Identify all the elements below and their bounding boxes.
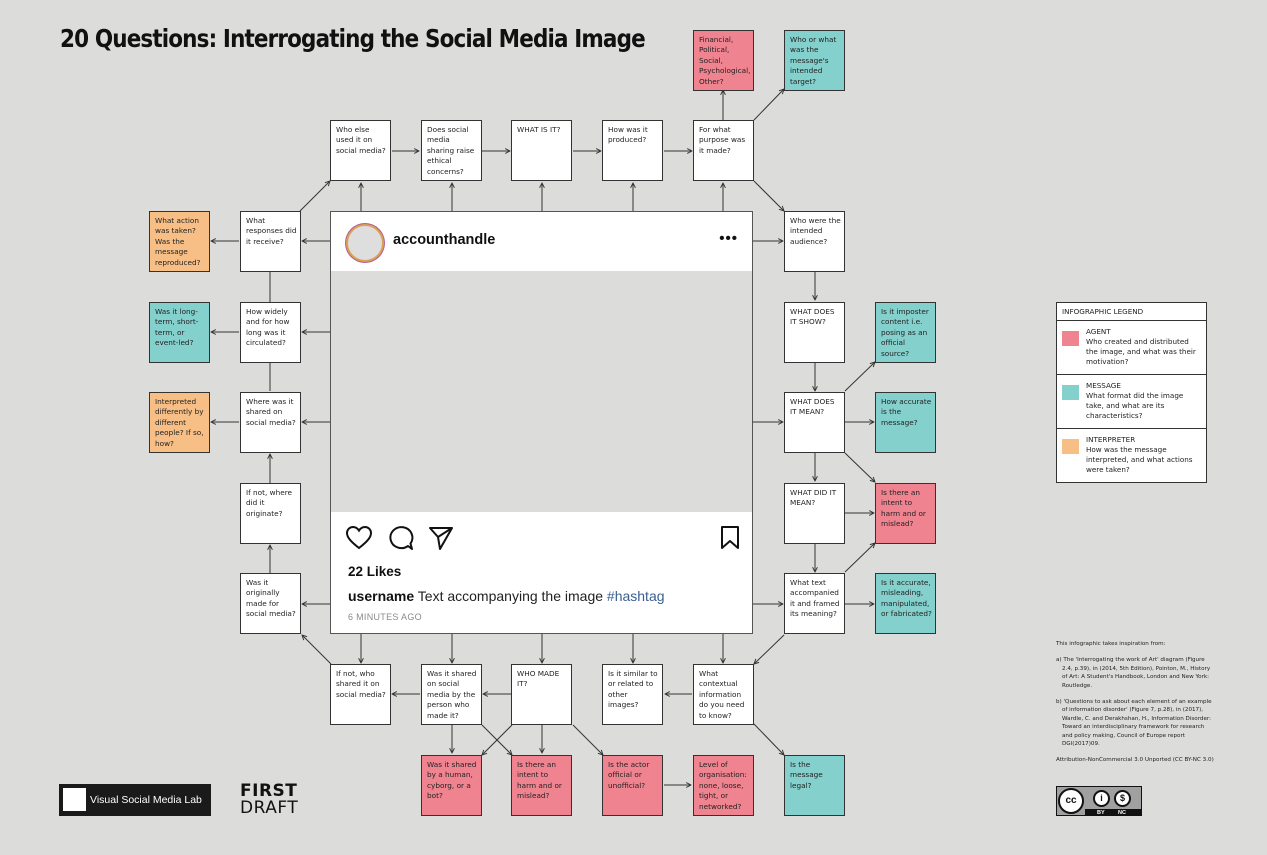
legend-title: INFOGRAPHIC LEGEND (1057, 303, 1206, 321)
agent-financial-political: Financial, Political, Social, Psychologi… (693, 30, 754, 91)
question-who-shared: If not, who shared it on social media? (330, 664, 391, 725)
question-responses: What responses did it receive? (240, 211, 301, 272)
caption-hashtag: #hashtag (606, 588, 665, 604)
vsml-logo-text: Visual Social Media Lab (90, 794, 202, 806)
question-how-widely: How widely and for how long was it circu… (240, 302, 301, 363)
first-draft-logo: FIRST DRAFT (240, 783, 298, 817)
caption-text: Text accompanying the image (417, 588, 604, 604)
attribution-icon: i (1093, 790, 1110, 807)
question-who-else-used: Who else used it on social media? (330, 120, 391, 181)
question-originally-made: Was it originally made for social media? (240, 573, 301, 634)
interpreter-interpreted-differently: Interpreted differently by different peo… (149, 392, 210, 453)
cc-icon: cc (1058, 788, 1084, 814)
question-intended-audience: Who were the intended audience? (784, 211, 845, 272)
page-title: 20 Questions: Interrogating the Social M… (60, 24, 646, 53)
legend-agent-desc: Who created and distributed the image, a… (1086, 337, 1196, 366)
post-caption: username Text accompanying the image #ha… (348, 588, 665, 604)
send-icon (429, 527, 453, 550)
first-draft-line-1: FIRST (240, 781, 298, 801)
post-image-placeholder (331, 271, 752, 512)
agent-intent-to-harm-bottom: Is there an intent to harm and or mislea… (511, 755, 572, 816)
question-what-does-it-show: WHAT DOES IT SHOW? (784, 302, 845, 363)
message-imposter-content: Is it imposter content i.e. posing as an… (875, 302, 936, 363)
comment-icon (389, 526, 414, 550)
heart-icon (345, 525, 373, 550)
cc-license-badge: cc i $ BY NC (1056, 786, 1142, 816)
account-handle: accounthandle (393, 232, 496, 248)
question-shared-by-maker: Was it shared on social media by the per… (421, 664, 482, 725)
avatar (346, 224, 384, 262)
legend-agent: AGENT Who created and distributed the im… (1057, 321, 1206, 375)
message-swatch (1062, 385, 1079, 400)
question-what-is-it: WHAT IS IT? (511, 120, 572, 181)
question-what-does-it-mean: WHAT DOES IT MEAN? (784, 392, 845, 453)
question-how-produced: How was it produced? (602, 120, 663, 181)
badge-nc-label: NC (1118, 810, 1126, 816)
bookmark-icon (721, 526, 739, 549)
agent-swatch (1062, 331, 1079, 346)
message-long-short-term: Was it long-term, short-term, or event-l… (149, 302, 210, 363)
legend-message-name: MESSAGE (1086, 381, 1121, 390)
credits-license: Attribution-NonCommercial 3.0 Unported (… (1056, 757, 1214, 764)
interpreter-swatch (1062, 439, 1079, 454)
legend-interpreter: INTERPRETER How was the message interpre… (1057, 429, 1206, 482)
message-accurate-misleading: Is it accurate, misleading, manipulated,… (875, 573, 936, 634)
question-where-shared: Where was it shared on social media? (240, 392, 301, 453)
question-similar-images: Is it similar to or related to other ima… (602, 664, 663, 725)
question-where-originate: If not, where did it originate? (240, 483, 301, 544)
more-options-icon: ••• (719, 230, 738, 247)
badge-by-label: BY (1097, 810, 1105, 816)
question-contextual-information: What contextual information do you need … (693, 664, 754, 725)
infographic-legend: INFOGRAPHIC LEGEND AGENT Who created and… (1056, 302, 1207, 483)
interpreter-action-taken: What action was taken? Was the message r… (149, 211, 210, 272)
message-intended-target: Who or what was the message's intended t… (784, 30, 845, 91)
logo-square-icon (63, 788, 86, 811)
message-how-accurate: How accurate is the message? (875, 392, 936, 453)
likes-count: 22 Likes (348, 564, 402, 579)
agent-official-unofficial: Is the actor official or unofficial? (602, 755, 663, 816)
credits: This infographic takes inspiration from:… (1056, 640, 1214, 773)
message-is-legal: Is the message legal? (784, 755, 845, 816)
noncommercial-icon: $ (1114, 790, 1131, 807)
legend-message: MESSAGE What format did the image take, … (1057, 375, 1206, 429)
question-purpose: For what purpose was it made? (693, 120, 754, 181)
legend-message-desc: What format did the image take, and what… (1086, 391, 1184, 420)
caption-username: username (348, 588, 415, 604)
question-text-accompanied: What text accompanied it and framed its … (784, 573, 845, 634)
agent-intent-to-harm: Is there an intent to harm and or mislea… (875, 483, 936, 544)
badge-strip (1085, 809, 1141, 815)
agent-level-of-organisation: Level of organisation: none, loose, tigh… (693, 755, 754, 816)
credits-intro: This infographic takes inspiration from: (1056, 641, 1166, 647)
agent-human-cyborg-bot: Was it shared by a human, cyborg, or a b… (421, 755, 482, 816)
post-timestamp: 6 MINUTES AGO (348, 612, 422, 622)
post-actions (331, 522, 752, 556)
credits-ref-a: a) The 'Interrogating the work of Art' d… (1056, 657, 1211, 689)
credits-ref-b: b) 'Questions to ask about each element … (1056, 699, 1212, 748)
first-draft-line-2: DRAFT (240, 798, 299, 818)
question-what-did-it-mean: WHAT DID IT MEAN? (784, 483, 845, 544)
question-who-made-it: WHO MADE IT? (511, 664, 572, 725)
legend-interpreter-desc: How was the message interpreted, and wha… (1086, 445, 1193, 474)
legend-interpreter-name: INTERPRETER (1086, 435, 1136, 444)
visual-social-media-lab-logo: Visual Social Media Lab (59, 784, 211, 816)
social-media-post: accounthandle ••• 22 Likes username Text… (330, 211, 753, 634)
question-ethical-concerns: Does social media sharing raise ethical … (421, 120, 482, 181)
legend-agent-name: AGENT (1086, 327, 1111, 336)
